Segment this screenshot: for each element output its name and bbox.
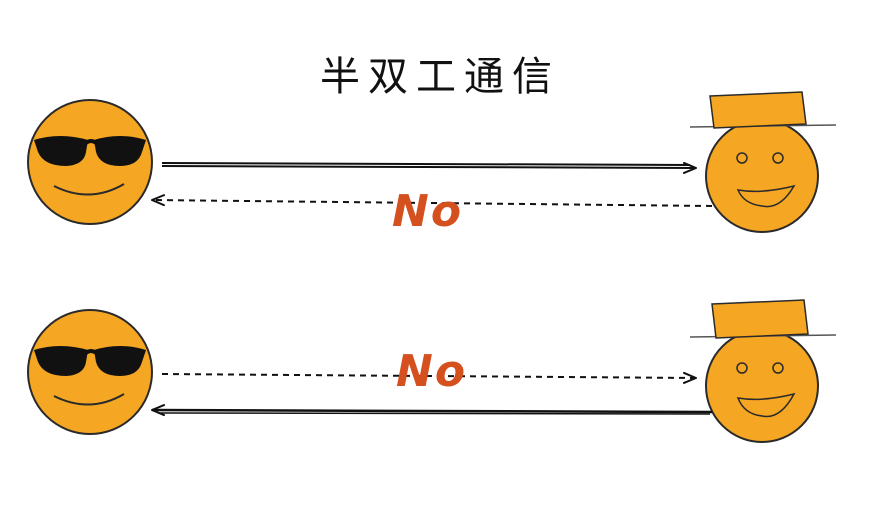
smile-mouth — [53, 183, 125, 196]
smile-mouth — [53, 393, 125, 406]
eye-right — [772, 152, 784, 164]
left-person-row1 — [27, 99, 153, 225]
solid-arrow-row2 — [151, 404, 713, 417]
eye-right — [772, 362, 784, 374]
dashed-arrow-row1 — [151, 194, 713, 207]
sunglasses-smiley-icon — [27, 99, 153, 225]
solid-arrow-row1-a — [161, 162, 691, 166]
sunglasses-smiley-icon — [27, 309, 153, 435]
solid-arrow-row1 — [161, 161, 697, 174]
right-person-row1 — [689, 91, 837, 233]
row1-arrows — [151, 161, 713, 207]
grin-mouth — [736, 184, 796, 208]
blocked-label-row1: No — [392, 186, 464, 237]
diagram-title: 半双工通信 — [320, 54, 560, 100]
hat-icon — [709, 91, 807, 129]
hat-icon — [711, 299, 809, 339]
solid-arrow-row2-b — [157, 412, 711, 415]
sunglasses-icon — [34, 346, 146, 376]
row2-arrows — [151, 371, 713, 417]
hat-smiley-icon — [705, 119, 819, 233]
dashed-arrow-row2 — [161, 371, 697, 384]
hat-smiley-icon — [705, 329, 819, 443]
grin-mouth — [736, 392, 796, 418]
blocked-label-row2: No — [396, 346, 468, 397]
left-person-row2 — [27, 309, 153, 435]
eye-left — [736, 362, 748, 374]
sunglasses-icon — [34, 136, 146, 166]
right-person-row2 — [689, 299, 837, 443]
eye-left — [736, 152, 748, 164]
